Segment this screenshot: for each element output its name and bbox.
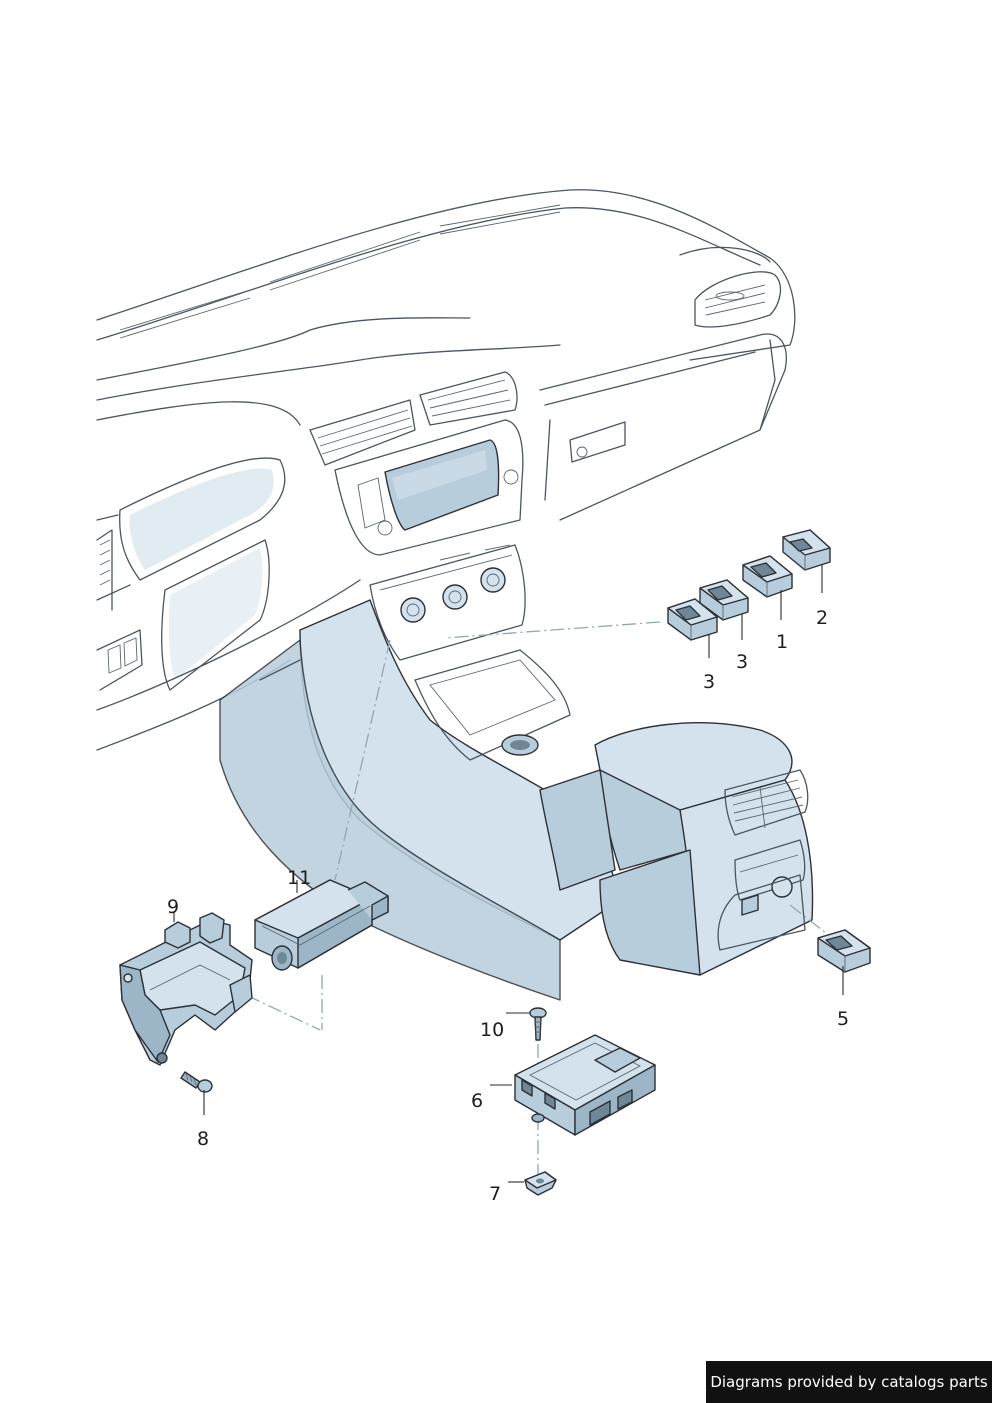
callout-8: 8: [197, 1128, 209, 1150]
callout-7: 7: [489, 1183, 501, 1205]
callout-3-upper: 3: [736, 651, 748, 673]
control-module-part-11: [254, 879, 389, 971]
usb-socket-part-3-upper: [699, 579, 749, 621]
screw-part-10: [529, 1007, 547, 1041]
callout-3-lower: 3: [703, 671, 715, 693]
callout-labels: 1 2 3 3 5 6 7 8 9 10 11: [167, 607, 849, 1205]
clip-nut-part-7: [524, 1171, 557, 1196]
callout-6: 6: [471, 1090, 483, 1112]
screw-part-8: [180, 1071, 213, 1093]
callout-11: 11: [287, 867, 311, 889]
usb-socket-part-2: [782, 529, 831, 571]
usb-socket-part-1: [742, 555, 793, 598]
callout-1: 1: [776, 631, 788, 653]
callout-9: 9: [167, 896, 179, 918]
leader-lines: [173, 564, 844, 1183]
usb-socket-part-3-lower: [667, 598, 718, 641]
control-unit-part-6: [514, 1034, 656, 1136]
callout-2: 2: [816, 607, 828, 629]
credit-banner: Diagrams provided by catalogs parts: [706, 1361, 992, 1403]
callout-5: 5: [837, 1008, 849, 1030]
dashboard-illustration: [96, 189, 814, 1001]
connector-lines: [224, 621, 836, 1175]
bracket-part-9: [119, 912, 253, 1066]
callout-10: 10: [480, 1019, 504, 1041]
usb-socket-part-5: [817, 929, 871, 973]
